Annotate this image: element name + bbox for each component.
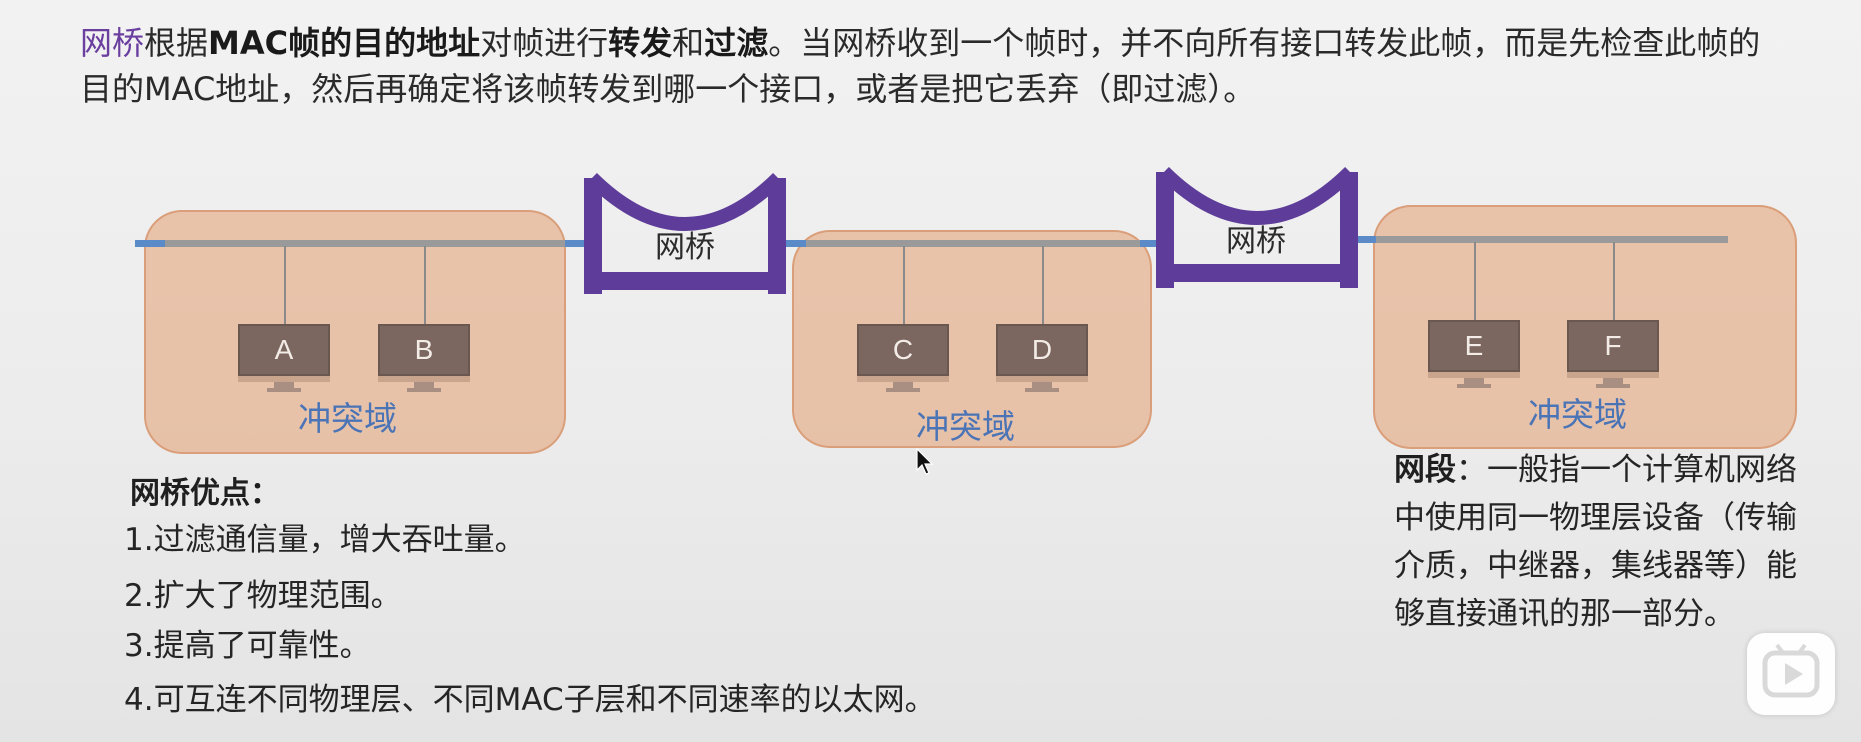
advantage-item: 1.过滤通信量，增大吞吐量。 xyxy=(124,522,526,558)
bridge-1-label: 网桥 xyxy=(655,230,715,265)
intro-paragraph: 网桥根据MAC帧的目的地址对帧进行转发和过滤。当网桥收到一个帧时，并不向所有接口… xyxy=(80,20,1780,112)
advantage-item: 4.可互连不同物理层、不同MAC子层和不同速率的以太网。 xyxy=(124,682,936,718)
bridge-2-label: 网桥 xyxy=(1226,224,1286,259)
pc-screen: E xyxy=(1428,320,1520,372)
intro-text-2: 对帧进行 xyxy=(480,24,609,62)
collision-domain-2 xyxy=(792,230,1152,448)
intro-bold-forward: 转发 xyxy=(608,24,673,62)
pc-screen: C xyxy=(857,324,949,376)
pc-e: E xyxy=(1428,320,1520,388)
drop-line-e xyxy=(1474,242,1476,322)
mouse-cursor-icon xyxy=(916,448,934,475)
segment-term: 网段 xyxy=(1394,452,1456,488)
segment-definition: 网段：一般指一个计算机网络中使用同一物理层设备（传输介质，中继器，集线器等）能够… xyxy=(1394,446,1826,638)
drop-line-f xyxy=(1613,242,1615,322)
pc-b: B xyxy=(378,324,470,392)
collision-domain-label-3: 冲突域 xyxy=(1528,395,1627,434)
intro-text-4: 。当网桥收到一个帧时，并不向所有接口转发此帧，而是先检查此帧的目的MAC地址，然… xyxy=(80,24,1761,108)
bus-link-bridge2-left xyxy=(1140,240,1158,247)
intro-bold-filter: 过滤 xyxy=(704,24,769,62)
drop-line-d xyxy=(1042,246,1044,326)
collision-domain-label-1: 冲突域 xyxy=(298,399,397,438)
bridge-1-icon xyxy=(584,173,786,294)
play-button[interactable] xyxy=(1747,633,1835,715)
intro-bridge-word: 网桥 xyxy=(80,24,145,62)
intro-text-1: 根据 xyxy=(144,24,209,62)
pc-screen: A xyxy=(238,324,330,376)
bus-link-bridge2-right xyxy=(1358,236,1376,243)
bridge-2-icon xyxy=(1156,167,1358,288)
intro-text-3: 和 xyxy=(672,24,705,62)
advantage-item: 2.扩大了物理范围。 xyxy=(124,578,402,614)
segment-colon: ： xyxy=(1456,452,1487,488)
bridge-advantages: 网桥优点： xyxy=(130,468,280,520)
collision-domain-1 xyxy=(144,210,566,454)
pc-f: F xyxy=(1567,320,1659,388)
drop-line-b xyxy=(424,246,426,326)
advantage-item: 3.提高了可靠性。 xyxy=(124,628,371,664)
segment-text: 一般指一个计算机网络中使用同一物理层设备（传输介质，中继器，集线器等）能够直接通… xyxy=(1394,452,1797,632)
advantages-title: 网桥优点： xyxy=(130,476,280,511)
drop-line-a xyxy=(284,246,286,326)
pc-a: A xyxy=(238,324,330,392)
pc-screen: D xyxy=(996,324,1088,376)
bus-segment-3 xyxy=(1376,236,1728,243)
bus-link-bridge1-left xyxy=(565,240,587,247)
bus-segment-2 xyxy=(806,240,1140,247)
collision-domain-label-2: 冲突域 xyxy=(916,407,1015,446)
drop-line-c xyxy=(903,246,905,326)
pc-screen: B xyxy=(378,324,470,376)
pc-c: C xyxy=(857,324,949,392)
play-icon xyxy=(1762,643,1820,698)
bus-link-left xyxy=(135,240,165,247)
bus-segment-1 xyxy=(165,240,567,247)
pc-d: D xyxy=(996,324,1088,392)
pc-screen: F xyxy=(1567,320,1659,372)
bus-link-bridge1-right xyxy=(786,240,806,247)
intro-bold-mac-dest: MAC帧的目的地址 xyxy=(208,24,481,62)
